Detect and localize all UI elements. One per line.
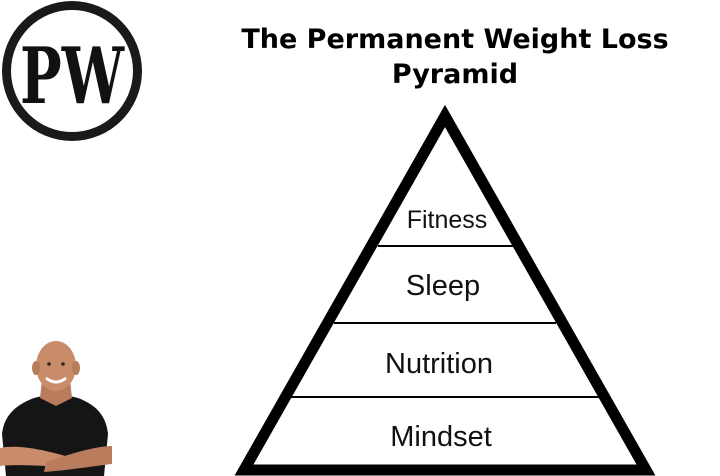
tier-label-mindset: Mindset — [390, 421, 492, 453]
page-title: The Permanent Weight Loss Pyramid — [200, 22, 710, 92]
title-line-1: The Permanent Weight Loss — [241, 24, 669, 55]
pyramid-outline — [234, 104, 656, 476]
tier-label-fitness: Fitness — [407, 206, 488, 234]
person-arm-right — [44, 446, 112, 472]
person-photo-icon — [0, 341, 112, 476]
tier-label-nutrition: Nutrition — [385, 348, 493, 380]
person-smile — [45, 376, 67, 384]
tier-label-sleep: Sleep — [406, 270, 480, 302]
logo-inner-circle — [11, 10, 133, 132]
person-eye-right — [61, 362, 65, 366]
pw-logo: PW — [2, 1, 142, 141]
person-ear-left — [32, 361, 40, 375]
title-line-2: Pyramid — [391, 59, 519, 90]
person-eye-left — [47, 362, 51, 366]
logo-letters: PW — [20, 31, 125, 122]
person-ear-right — [72, 361, 80, 375]
